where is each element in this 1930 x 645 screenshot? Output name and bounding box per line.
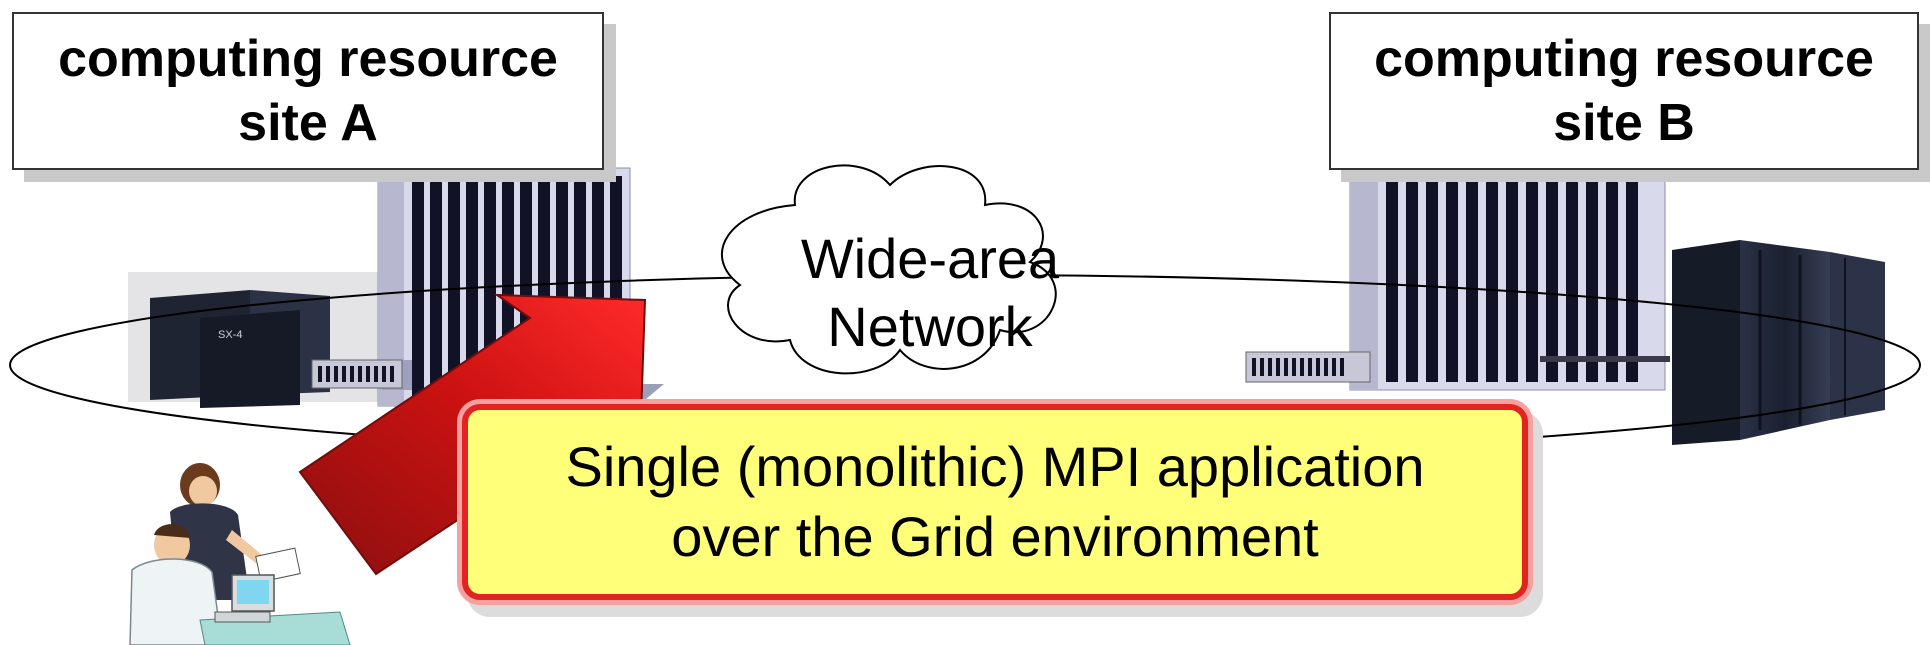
site-a-line1: computing resource: [58, 30, 558, 88]
site-b-line1: computing resource: [1374, 30, 1874, 88]
callout-line2: over the Grid environment: [671, 505, 1319, 568]
building-b-icon: [1245, 167, 1666, 391]
supercomputer-a-icon: SX-4: [128, 272, 398, 408]
sx4-badge: SX-4: [218, 329, 242, 341]
callout-box: Single (monolithic) MPI application over…: [462, 404, 1528, 600]
network-line2: Network: [827, 295, 1033, 358]
cloud-icon: [721, 164, 1057, 375]
site-b-label-box: computing resource site B: [1329, 12, 1919, 170]
network-line1: Wide-area: [800, 227, 1060, 290]
users-icon: [129, 463, 351, 645]
supercomputer-b-icon: [1540, 240, 1885, 445]
site-a-line2: site A: [238, 94, 378, 152]
site-b-line2: site B: [1553, 94, 1695, 152]
site-a-label-box: computing resource site A: [12, 12, 604, 170]
callout-line1: Single (monolithic) MPI application: [565, 435, 1425, 498]
network-label: Wide-area Network: [750, 225, 1110, 361]
